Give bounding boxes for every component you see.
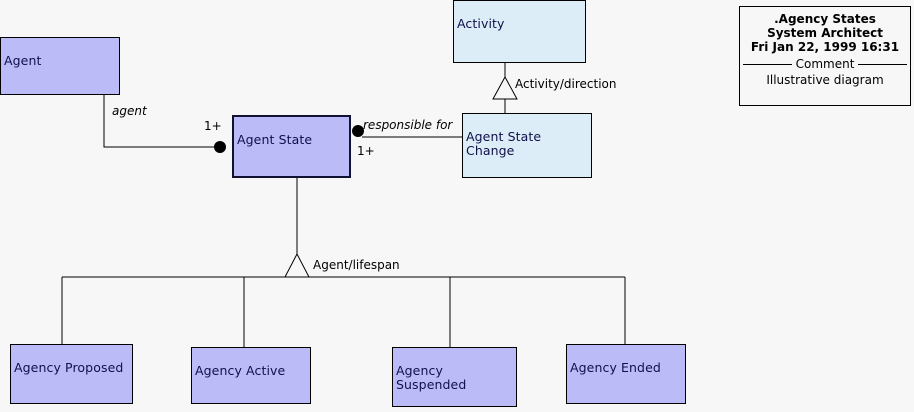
title-block-tool-name: System Architect — [767, 26, 883, 40]
class-name-agency-active: Agency Active — [195, 363, 286, 378]
class-box-agent-state[interactable]: Agent State — [232, 115, 351, 178]
class-name-agent-state: Agent State — [237, 132, 313, 147]
divider-left — [743, 63, 792, 65]
title-block[interactable]: .Agency States System Architect Fri Jan … — [739, 6, 911, 106]
generalization-label-agent-lifespan: Agent/lifespan — [313, 258, 400, 272]
class-name-agent: Agent — [4, 53, 42, 68]
class-name-agency-ended: Agency Ended — [570, 360, 661, 375]
class-box-agency-suspended[interactable]: Agency Suspended — [392, 347, 517, 407]
title-block-diagram-name: .Agency States — [774, 12, 876, 26]
generalization-label-activity-direction: Activity/direction — [515, 77, 617, 91]
association-end-dot-agent-state-left — [214, 141, 226, 153]
title-block-section-divider: Comment — [743, 57, 908, 71]
generalization-triangle-activity-direction — [492, 75, 518, 100]
title-block-section-caption: Comment — [795, 57, 855, 71]
divider-right — [858, 63, 908, 65]
generalization-triangle-agent-lifespan — [284, 252, 310, 278]
assoc-multiplicity-agent-state-right: 1+ — [357, 144, 375, 158]
title-block-comment: Illustrative diagram — [766, 73, 884, 87]
class-box-agency-proposed[interactable]: Agency Proposed — [10, 344, 133, 404]
class-name-agency-suspended: Agency Suspended — [396, 363, 467, 392]
assoc-multiplicity-agent-state-left: 1+ — [204, 119, 222, 133]
title-block-timestamp: Fri Jan 22, 1999 16:31 — [750, 40, 900, 54]
class-name-activity: Activity — [457, 16, 505, 31]
class-box-activity[interactable]: Activity — [453, 0, 586, 63]
class-name-agent-state-change: Agent State Change — [466, 129, 542, 158]
assoc-role-label-responsible-for: responsible for — [363, 118, 453, 132]
class-box-agency-active[interactable]: Agency Active — [191, 347, 311, 404]
class-box-agent[interactable]: Agent — [0, 37, 120, 95]
assoc-role-label-agent: agent — [112, 104, 147, 118]
class-box-agent-state-change[interactable]: Agent State Change — [462, 113, 592, 178]
class-box-agency-ended[interactable]: Agency Ended — [566, 344, 686, 404]
class-name-agency-proposed: Agency Proposed — [14, 360, 124, 375]
